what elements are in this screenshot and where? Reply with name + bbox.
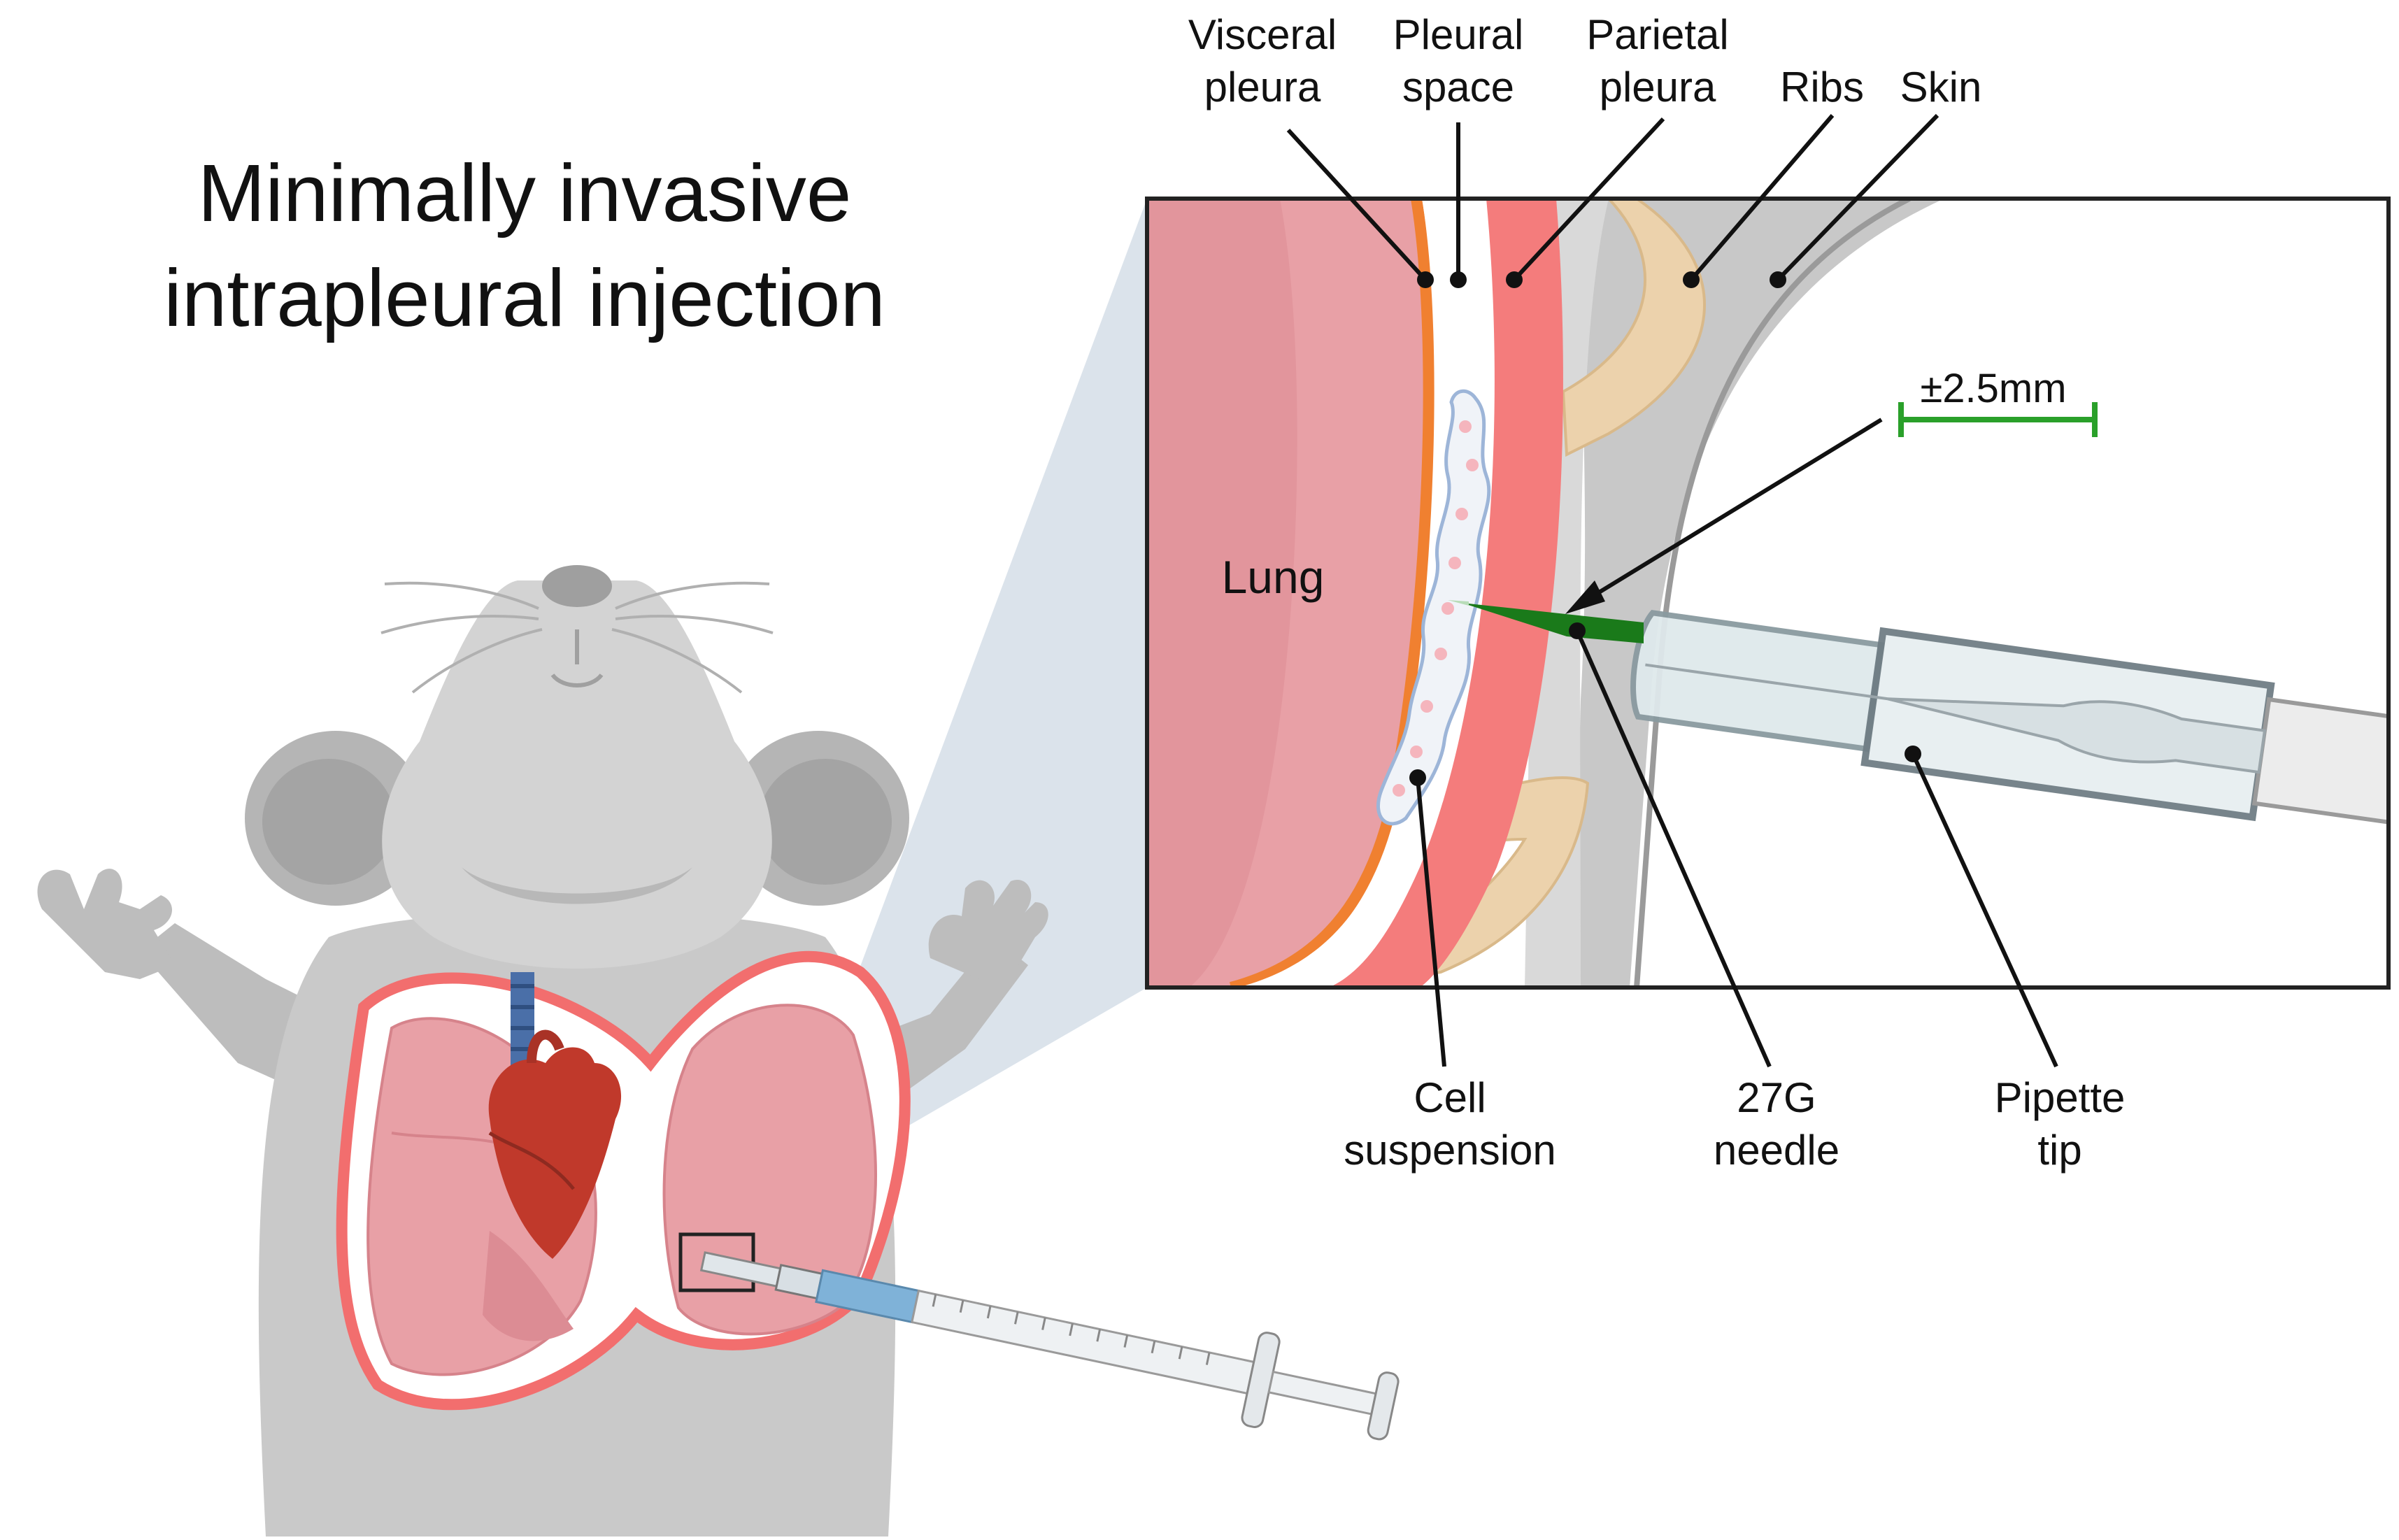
label-parietal-line1: Parietal [1586, 11, 1728, 58]
label-cell-line2: suspension [1344, 1127, 1556, 1174]
label-pipette-line1: Pipette [1995, 1074, 2126, 1121]
title-line-2: intrapleural injection [164, 252, 885, 343]
mouse-mouth [550, 629, 604, 687]
label-parietal-line2: pleura [1600, 64, 1716, 110]
mouse-heart [488, 1047, 622, 1259]
cells [1393, 420, 1479, 797]
mouse-right-hand [928, 880, 1048, 979]
label-depth: ±2.5mm [1920, 366, 2066, 411]
mouse-left-hand [37, 869, 175, 979]
inset-border [1145, 197, 2391, 990]
mouse-chin [462, 867, 692, 904]
leader-lines [1286, 113, 2058, 1068]
label-pleural-space-line1: Pleural [1393, 11, 1524, 58]
inset-panel [1147, 199, 2389, 988]
parietal-pleura-band [1329, 199, 1563, 988]
mouse-head [382, 580, 772, 969]
label-pleural-space-line2: space [1402, 64, 1514, 110]
mouse-nose [542, 565, 612, 607]
needle-arrow-head [1565, 580, 1605, 614]
label-visceral-line2: pleura [1204, 64, 1321, 110]
needle-27g [1462, 603, 1644, 643]
mouse-illustration [37, 565, 1400, 1537]
title-line-1: Minimally invasive [198, 148, 852, 238]
label-skin: Skin [1900, 64, 1982, 110]
mouse-lower-lobe [483, 1231, 574, 1341]
zoom-cone [715, 199, 1147, 1238]
label-lung: Lung [1222, 551, 1325, 603]
syringe [699, 1251, 1400, 1441]
label-pipette-line2: tip [2037, 1127, 2081, 1174]
skin-layer [1574, 199, 1944, 988]
leader-dots [1409, 271, 1921, 786]
label-cell-line1: Cell [1414, 1074, 1486, 1121]
label-ribs: Ribs [1780, 64, 1864, 110]
mouse-right-ear-inner [759, 759, 892, 885]
label-needle-line2: needle [1714, 1127, 1839, 1174]
depth-scale-bar [1898, 402, 2098, 437]
mouse-whiskers [380, 581, 774, 694]
label-visceral-line1: Visceral [1188, 11, 1337, 58]
pipette-tip [1630, 610, 2389, 827]
mouse-left-ear-inner [262, 759, 395, 885]
pleural-space-area [1238, 199, 1495, 988]
label-needle-line1: 27G [1737, 1074, 1816, 1121]
cell-suspension-blob [1376, 389, 1491, 826]
